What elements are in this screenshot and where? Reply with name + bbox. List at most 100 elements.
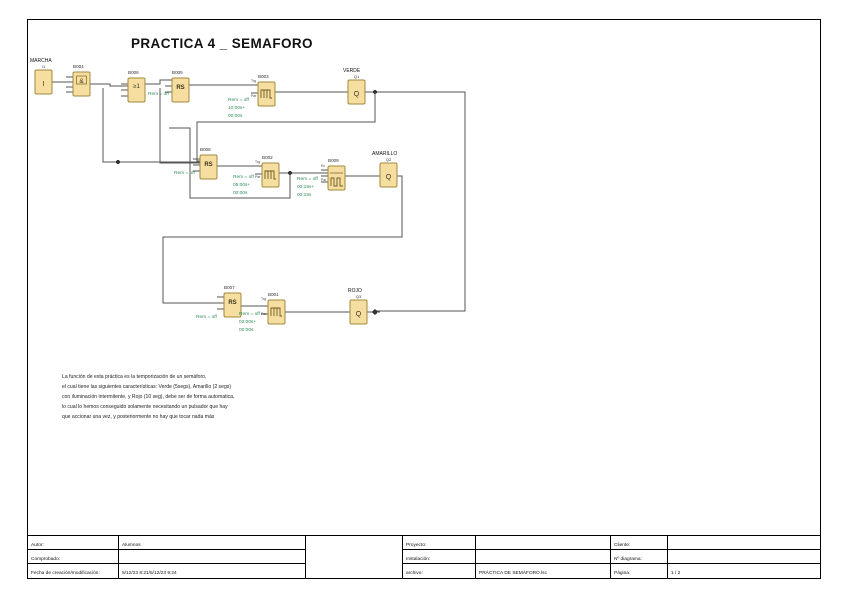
output-amarillo-label: AMARILLO: [372, 151, 397, 157]
output-amarillo[interactable]: Q AMARILLO Q2: [372, 151, 398, 188]
wire-network: [52, 76, 466, 315]
title-block-text: Autor: Alumnos Comprobado: Fecha de crea…: [31, 542, 681, 576]
wire-b003-input-stubs: [251, 84, 258, 94]
title-right-label-2: Página:: [614, 570, 630, 576]
wire-q2-to-b007: [162, 175, 403, 304]
description-line-4: que accionar una vez, y posteriormente n…: [62, 414, 215, 420]
block-b007-tag: B007: [224, 285, 235, 290]
wire-b004-to-b006: [90, 83, 128, 87]
title-middle-label-1: Instalación:: [406, 556, 430, 562]
drawing-frame: [27, 19, 821, 579]
description-block: La función de esta práctica es la tempor…: [62, 374, 234, 420]
title-right-value-2: 1 / 2: [671, 570, 681, 576]
block-b001[interactable]: B001 Trg Par Rem = off 02:00s+ 00:00s: [239, 292, 286, 333]
wire-b002-input-stubs: [255, 165, 262, 175]
wire-b006-input-stubs: [121, 83, 128, 97]
input-marcha-glyph: I: [43, 81, 45, 88]
block-b003-tag: B003: [258, 74, 269, 79]
junction-left-rail: [115, 159, 121, 165]
output-verde-label: VERDE: [343, 68, 361, 74]
block-b007-annotation-0: Rem = off: [196, 314, 218, 320]
block-b009-pin-en: En: [321, 164, 325, 168]
block-b006-tag: B006: [128, 70, 139, 75]
block-b008[interactable]: RS B008 Rem = off: [174, 147, 218, 180]
block-b006[interactable]: ≥1 B006 Rem = off: [127, 70, 170, 103]
block-b004-symbol: &: [79, 78, 84, 85]
description-line-0: La función de esta práctica es la tempor…: [62, 374, 206, 380]
wire-right-rail-down: [375, 283, 466, 312]
block-b009-annotation-2: 00:15s: [297, 192, 312, 198]
input-marcha-label: MARCHA: [30, 58, 52, 64]
title-right-label-1: Nº diagrama:: [614, 556, 642, 562]
block-b004-tag: B004: [73, 64, 84, 69]
output-amarillo-terminal: Q2: [386, 157, 392, 162]
block-b002-annotation-1: 05:00s+: [233, 182, 250, 188]
output-verde-terminal: Q1: [354, 74, 360, 79]
block-b003-annotation-0: Rem = off: [228, 97, 250, 103]
output-rojo-glyph: Q: [356, 311, 362, 318]
block-b001-annotation-2: 00:00s: [239, 327, 254, 333]
block-b003[interactable]: B003 Trg Par Rem = off 10:00s+ 00:00s: [228, 74, 276, 119]
wire-b005-lower-rail: [159, 88, 200, 164]
title-left-value-2: 5/12/23 8:21/5/12/23 9:24: [122, 570, 177, 576]
title-left-value-0: Alumnos: [122, 542, 141, 548]
wire-q1-feedback-to-b008: [196, 92, 376, 162]
block-b006-symbol: ≥1: [133, 84, 140, 90]
block-b001-pin-trg: Trg: [261, 297, 266, 301]
block-b002-pin-par: Par: [255, 175, 261, 179]
block-b002-annotation-0: Rem = off: [233, 174, 255, 180]
block-b009-tag: B009: [328, 158, 339, 163]
wire-b007-input-stubs: [217, 296, 224, 310]
block-b006-annotation-0: Rem = off: [148, 91, 170, 97]
block-b003-annotation-2: 00:00s: [228, 113, 243, 119]
junction-q3-out: [372, 309, 378, 315]
title-block: [27, 535, 821, 579]
block-b003-annotation-1: 10:00s+: [228, 105, 245, 111]
block-b001-annotation-1: 02:00s+: [239, 319, 256, 325]
input-marcha[interactable]: I MARCHA I1: [30, 58, 53, 95]
block-b008-tag: B008: [200, 147, 211, 152]
block-b008-symbol: RS: [204, 162, 212, 168]
block-b005-tag: B005: [172, 70, 183, 75]
block-b002-tag: B002: [262, 155, 273, 160]
wire-b005-input-stubs: [165, 79, 172, 93]
title-right-label-0: Cliente:: [614, 542, 630, 548]
title-left-label-1: Comprobado:: [31, 556, 60, 562]
block-b007-symbol: RS: [228, 300, 236, 306]
page-title: PRACTICA 4 _ SEMAFORO: [131, 36, 313, 51]
title-left-label-0: Autor:: [31, 542, 44, 548]
block-b005[interactable]: RS B005: [171, 70, 190, 103]
block-b003-pin-par: Par: [251, 94, 257, 98]
block-b001-tag: B001: [268, 292, 279, 297]
wire-b006-to-b005: [145, 79, 172, 85]
block-b001-pin-par: Par: [261, 312, 267, 316]
output-verde-glyph: Q: [354, 91, 360, 98]
title-middle-label-0: Proyecto:: [406, 542, 426, 548]
block-b002-pin-trg: Trg: [255, 160, 260, 164]
wire-b004-input-stubs: [66, 76, 73, 93]
wire-b002-feedback: [169, 127, 291, 199]
block-b005-symbol: RS: [176, 85, 184, 91]
block-b002[interactable]: B002 Trg Par Rem = off 05:00s+ 00:00s: [233, 155, 280, 196]
block-b004[interactable]: & B004: [72, 64, 91, 97]
block-b008-annotation-0: Rem = off: [174, 170, 196, 176]
title-middle-label-2: archivo:: [406, 570, 423, 576]
block-b009[interactable]: B009 En Par Rem = off 00:15s+ 00:15s: [297, 158, 346, 198]
description-line-2: con iluminación intermitente, y Rojo (10…: [62, 394, 234, 400]
title-middle-value-2: PRÁCTICA DE SEMÁFORO.lsc: [479, 569, 548, 576]
output-verde[interactable]: Q VERDE Q1: [343, 68, 366, 105]
output-rojo[interactable]: Q ROJO Q3: [348, 288, 368, 325]
block-b009-annotation-1: 00:15s+: [297, 184, 314, 190]
block-b009-pin-par: Par: [321, 178, 327, 182]
block-b001-annotation-0: Rem = off: [239, 311, 261, 317]
output-rojo-terminal: Q3: [356, 294, 362, 299]
wire-q1-right-rail: [365, 91, 466, 283]
block-b009-annotation-0: Rem = off: [297, 176, 319, 182]
wire-b009-input-stubs: [321, 169, 328, 183]
output-amarillo-glyph: Q: [386, 174, 392, 181]
description-line-1: el cual tiene las siguientes característ…: [62, 384, 231, 390]
block-b007[interactable]: RS B007 Rem = off: [196, 285, 242, 320]
description-line-3: lo cual lo hemos conseguido solamente ne…: [62, 404, 228, 410]
block-b003-pin-trg: Trg: [251, 79, 256, 83]
